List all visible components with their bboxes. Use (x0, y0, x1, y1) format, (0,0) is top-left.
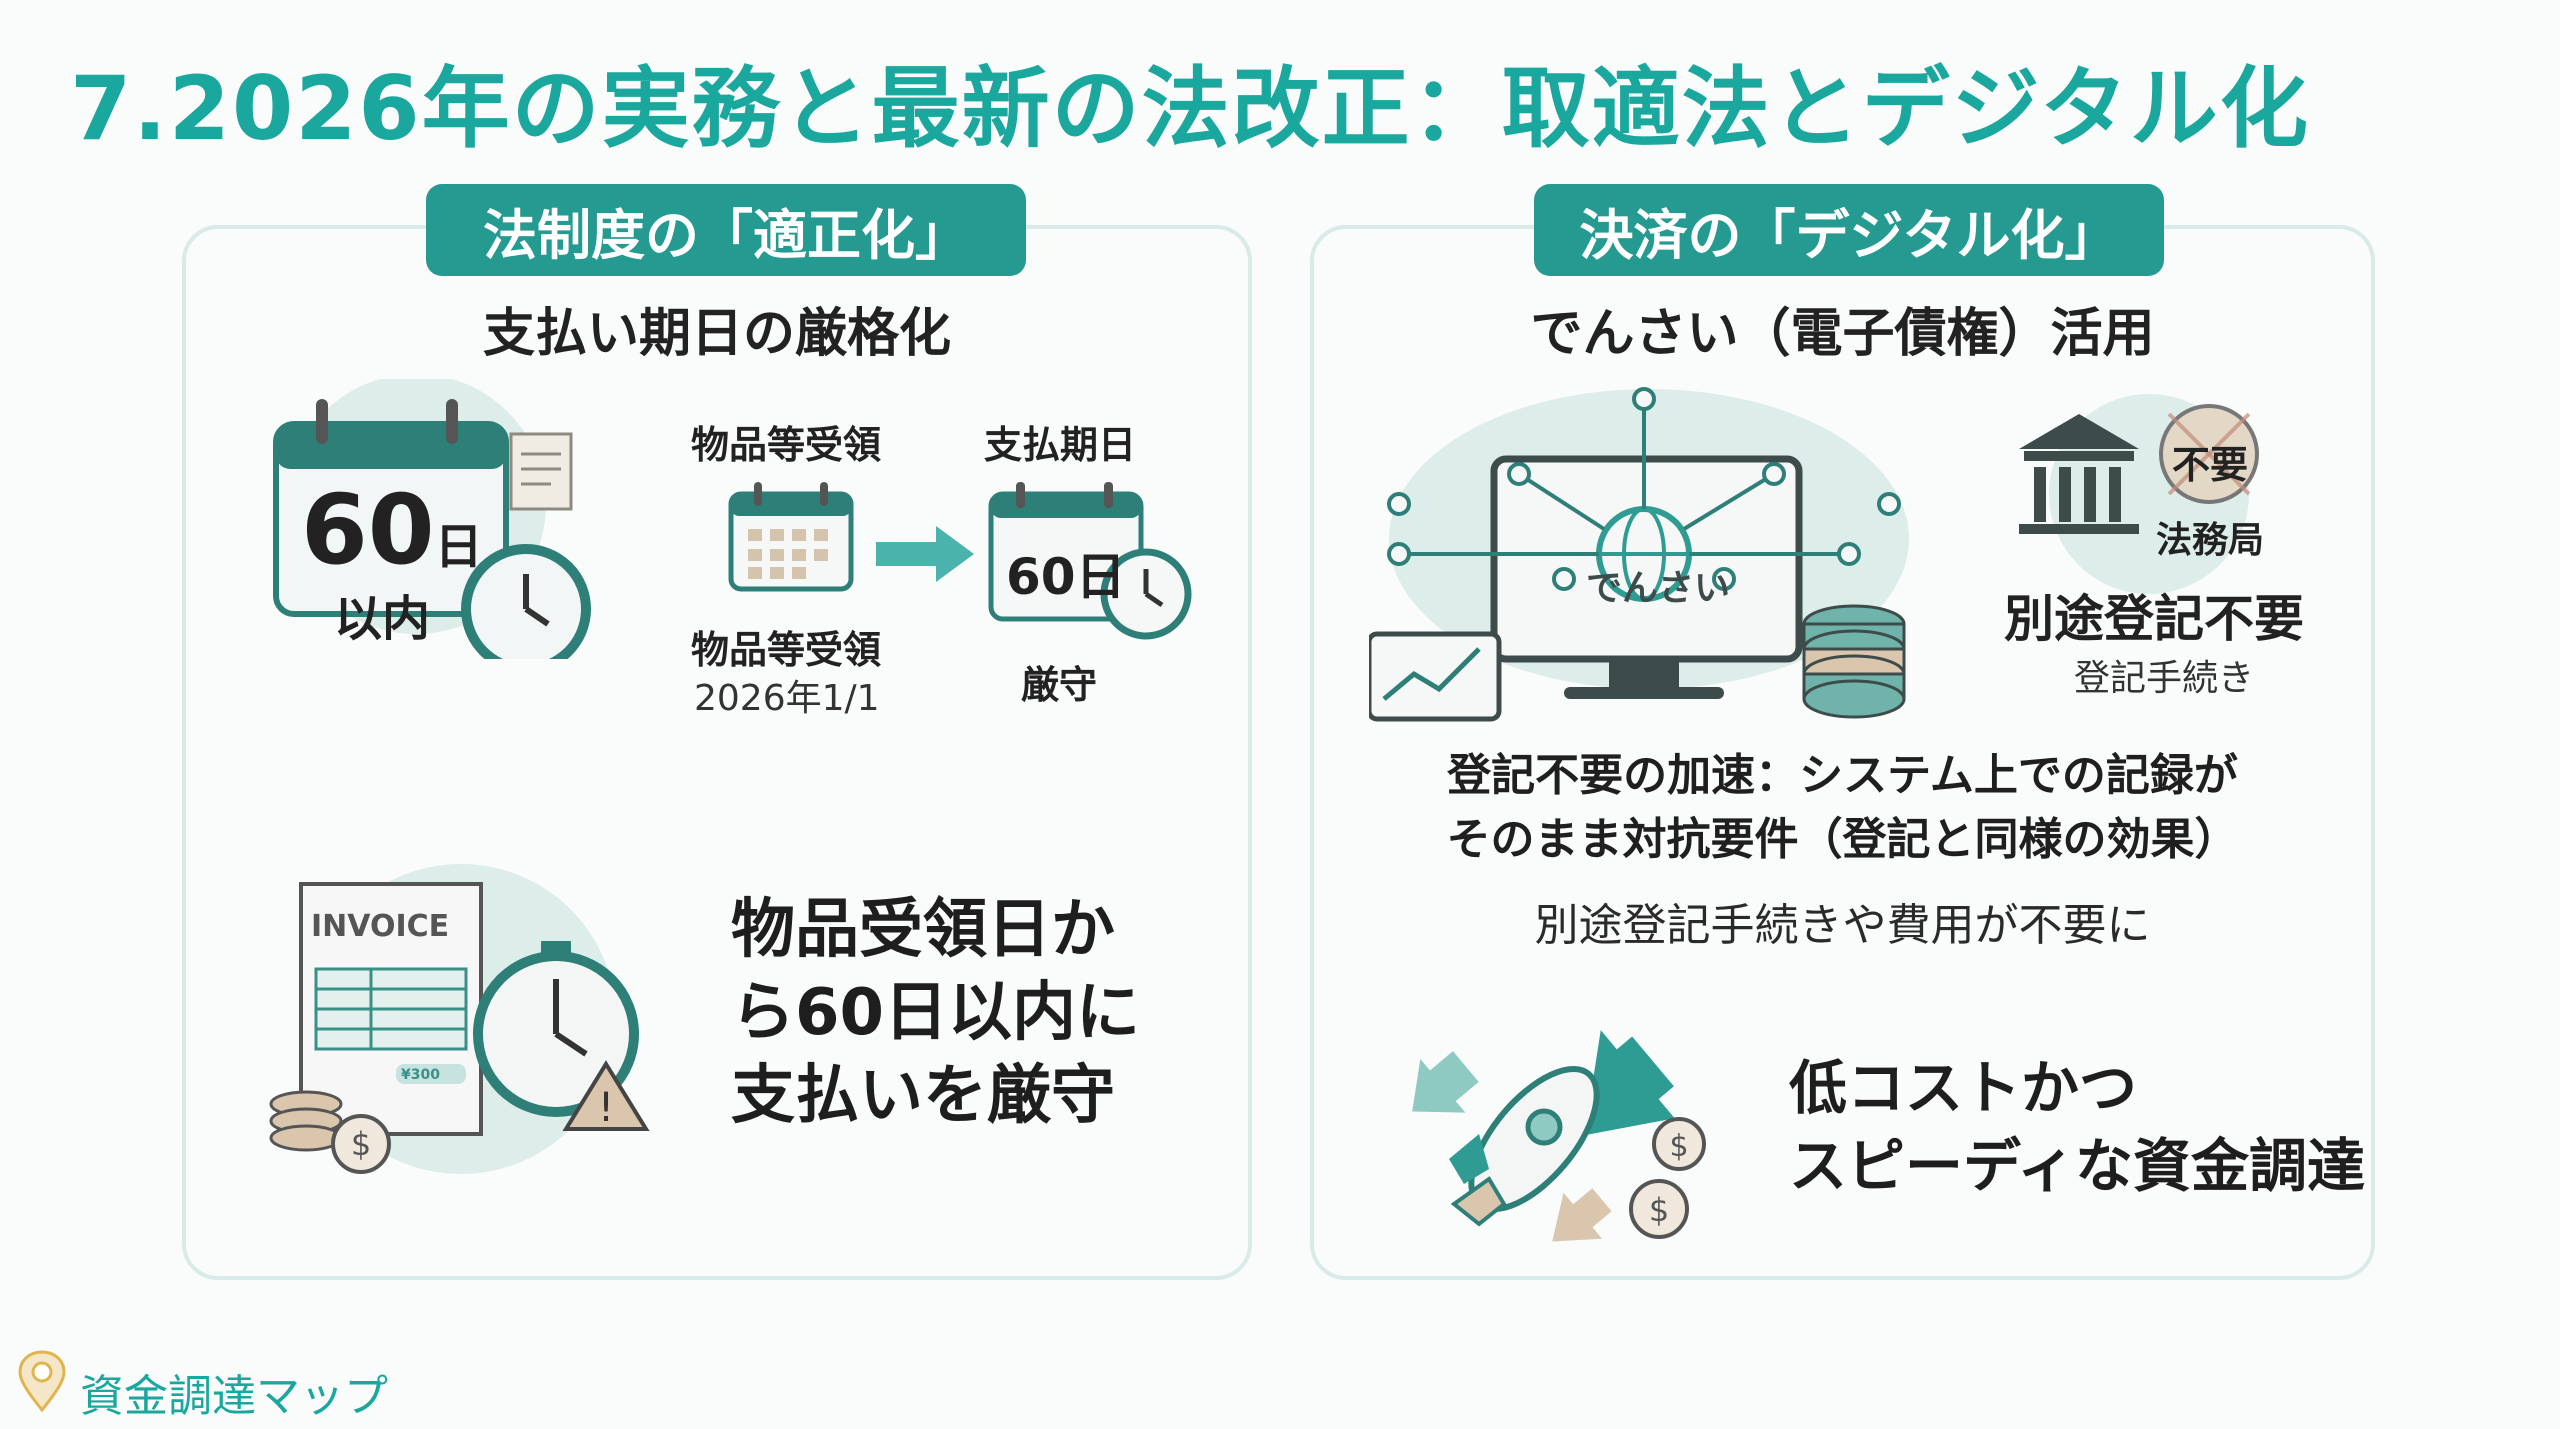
no-registration-label: 別途登記不要 (2004, 590, 2304, 648)
left-statement: 物品受領日か ら60日以内に 支払いを厳守 (731, 893, 1141, 1134)
small-calendar-icon (728, 482, 854, 592)
flow-right-calendar-text: 60日 (1006, 548, 1126, 606)
flow-left-caption1: 物品等受領 (691, 628, 882, 672)
registration-description-sub: 別途登記手続きや費用が不要に (1534, 900, 2151, 951)
flow-right-caption: 厳守 (1021, 663, 1098, 707)
flow-left-caption2: 2026年1/1 (694, 678, 880, 719)
flow-right-label: 支払期日 (984, 423, 1137, 467)
registration-description: 登記不要の加速：システム上での記録が そのまま対抗要件（登記と同様の効果） (1446, 750, 2239, 865)
monitor-label: でんさい (1586, 568, 1731, 609)
deadline-calendar-icon (988, 482, 1192, 640)
brand-name: 資金調達マップ (80, 1371, 388, 1422)
invoice-label: INVOICE (311, 909, 450, 944)
bank-no-registration-icon (2019, 394, 2259, 594)
right-panel: 決済の「デジタル化」 でんさい（電子債権）活用 (1310, 184, 2375, 1280)
left-panel: 法制度の「適正化」 支払い期日の厳格化 60日 以内 物品等受領 支払期日 (182, 184, 1252, 1280)
rocket-growth-illustration: $ $ (1412, 1030, 1706, 1242)
right-tag: 決済の「デジタル化」 (1534, 184, 2164, 276)
flow-left-label: 物品等受領 (691, 423, 882, 467)
calendar-big-sub: 以内 (334, 591, 431, 647)
svg-text:$: $ (1649, 1191, 1669, 1229)
invoice-stopwatch-illustration: $ ! (269, 864, 650, 1174)
svg-text:!: ! (598, 1085, 614, 1131)
left-tag: 法制度の「適正化」 (426, 184, 1026, 276)
registration-procedure-label: 登記手続き (2074, 658, 2255, 699)
svg-text:$: $ (1669, 1129, 1688, 1164)
brand-logo-icon (18, 1350, 66, 1413)
svg-text:$: $ (351, 1125, 371, 1163)
right-subtitle: でんさい（電子債権）活用 (1530, 304, 2155, 364)
flow-arrow-icon (876, 526, 974, 582)
calendar-clock-illustration (273, 379, 591, 659)
stamp-label: 不要 (2172, 443, 2249, 487)
densai-network-illustration (1369, 387, 1909, 722)
left-subtitle: 支払い期日の厳格化 (482, 304, 951, 364)
page-title: 7.2026年の実務と最新の法改正：取適法とデジタル化 (70, 57, 2310, 160)
benefit-statement: 低コストかつ スピーディな資金調達 (1789, 1054, 2365, 1201)
invoice-amount: ¥300 (401, 1067, 440, 1083)
calendar-big-number: 60日 (301, 474, 483, 586)
bureau-label: 法務局 (2156, 520, 2265, 561)
